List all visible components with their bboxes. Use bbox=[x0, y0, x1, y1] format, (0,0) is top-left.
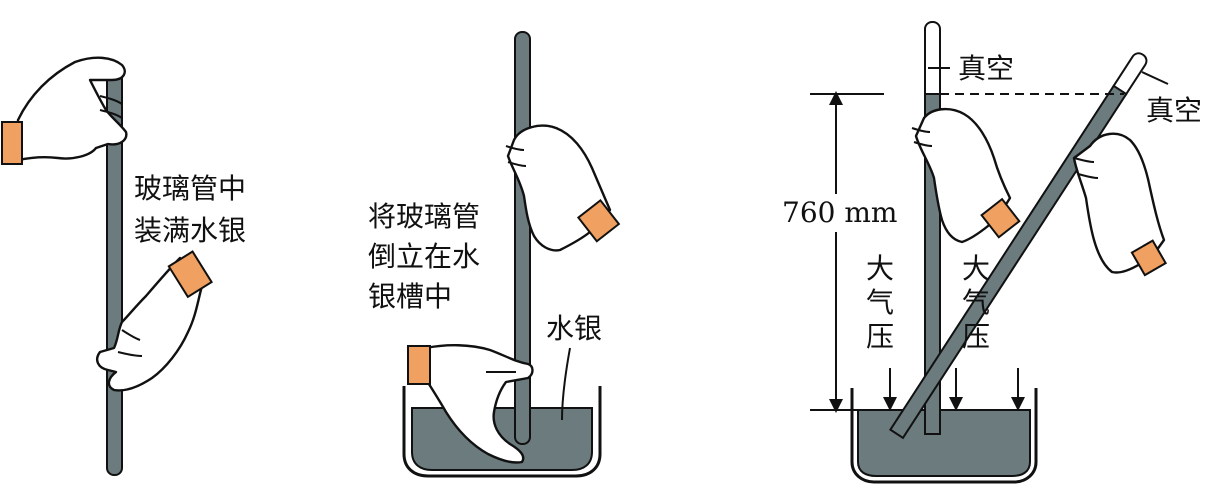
top-hand-icon bbox=[1, 56, 128, 165]
panel-3-torricelli: 真空 真空 760 mm 大 气 压 大 气 压 bbox=[782, 21, 1202, 484]
height-label: 760 mm bbox=[782, 196, 897, 229]
pressure-right-2: 气 bbox=[962, 286, 990, 319]
vacuum-label-left: 真空 bbox=[958, 52, 1014, 85]
caption-line-1: 玻璃管中 bbox=[134, 172, 246, 205]
pressure-right-3: 压 bbox=[962, 320, 990, 353]
tilted-tube bbox=[888, 52, 1148, 440]
upper-hand-icon bbox=[505, 124, 621, 252]
vacuum-label-right: 真空 bbox=[1146, 94, 1202, 127]
vacuum-pointer-right bbox=[1141, 71, 1169, 85]
glass-tube-inverted bbox=[514, 31, 531, 445]
bottom-hand-icon bbox=[96, 250, 214, 392]
mercury-label-pointer bbox=[561, 347, 571, 421]
vertical-tube-hand-icon bbox=[911, 107, 1021, 244]
cuff-icon bbox=[1, 121, 23, 165]
cuff-icon bbox=[576, 198, 621, 243]
mercury-trough bbox=[850, 388, 1038, 484]
cuff-icon bbox=[167, 250, 214, 299]
mercury-trough bbox=[402, 386, 602, 478]
caption-line-3: 银槽中 bbox=[368, 280, 452, 313]
caption-line-1: 将玻璃管 bbox=[368, 200, 480, 233]
cuff-icon bbox=[407, 345, 431, 385]
panel-1-filled-tube: 玻璃管中 装满水银 bbox=[1, 56, 246, 476]
pressure-left-3: 压 bbox=[866, 320, 894, 353]
mercury-in-trough bbox=[857, 409, 1031, 477]
mercury-column-tilted bbox=[888, 84, 1128, 440]
pressure-left-1: 大 bbox=[866, 252, 894, 285]
cuff-icon bbox=[980, 197, 1021, 239]
mercury-label: 水银 bbox=[546, 312, 602, 345]
caption-line-2: 装满水银 bbox=[134, 214, 246, 247]
pressure-right-1: 大 bbox=[962, 252, 990, 285]
cuff-icon bbox=[1130, 239, 1168, 277]
pressure-left-2: 气 bbox=[866, 286, 894, 319]
vacuum-space-vertical bbox=[924, 21, 941, 103]
tilted-tube-hand-icon bbox=[1072, 132, 1168, 277]
panel-2-inverted-tube: 将玻璃管 倒立在水 银槽中 水银 bbox=[368, 31, 621, 478]
caption-line-2: 倒立在水 bbox=[368, 240, 480, 273]
lower-hand-icon bbox=[407, 344, 534, 464]
